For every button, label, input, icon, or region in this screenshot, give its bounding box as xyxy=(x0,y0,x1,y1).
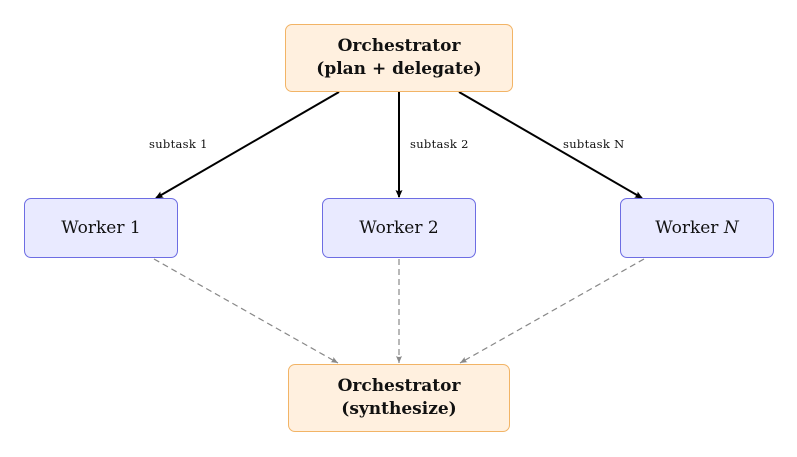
orchestrator-synthesize-title: Orchestrator xyxy=(337,376,461,396)
orchestrator-synthesize-node: Orchestrator (synthesize) xyxy=(288,364,510,432)
worker-n-suffix: N xyxy=(723,218,739,238)
worker-2-label: Worker 2 xyxy=(359,218,439,238)
delegate-arrow-n xyxy=(458,91,643,199)
return-arrow-1 xyxy=(153,258,339,364)
worker-1-label: Worker 1 xyxy=(61,218,141,238)
worker-2-node: Worker 2 xyxy=(322,198,476,258)
delegate-arrow-1 xyxy=(155,91,340,199)
worker-1-node: Worker 1 xyxy=(24,198,178,258)
orchestrator-plan-title: Orchestrator xyxy=(337,36,461,56)
edge-label-subtask-1: subtask 1 xyxy=(149,137,208,151)
worker-n-node: Worker N xyxy=(620,198,774,258)
edge-label-subtask-n: subtask N xyxy=(563,137,625,151)
worker-n-label: Worker xyxy=(655,218,724,238)
return-arrow-n xyxy=(459,258,645,364)
edge-label-subtask-2: subtask 2 xyxy=(410,137,469,151)
orchestrator-synthesize-subtitle: (synthesize) xyxy=(341,399,457,419)
orchestrator-plan-node: Orchestrator (plan + delegate) xyxy=(285,24,513,92)
orchestrator-plan-subtitle: (plan + delegate) xyxy=(316,59,482,79)
